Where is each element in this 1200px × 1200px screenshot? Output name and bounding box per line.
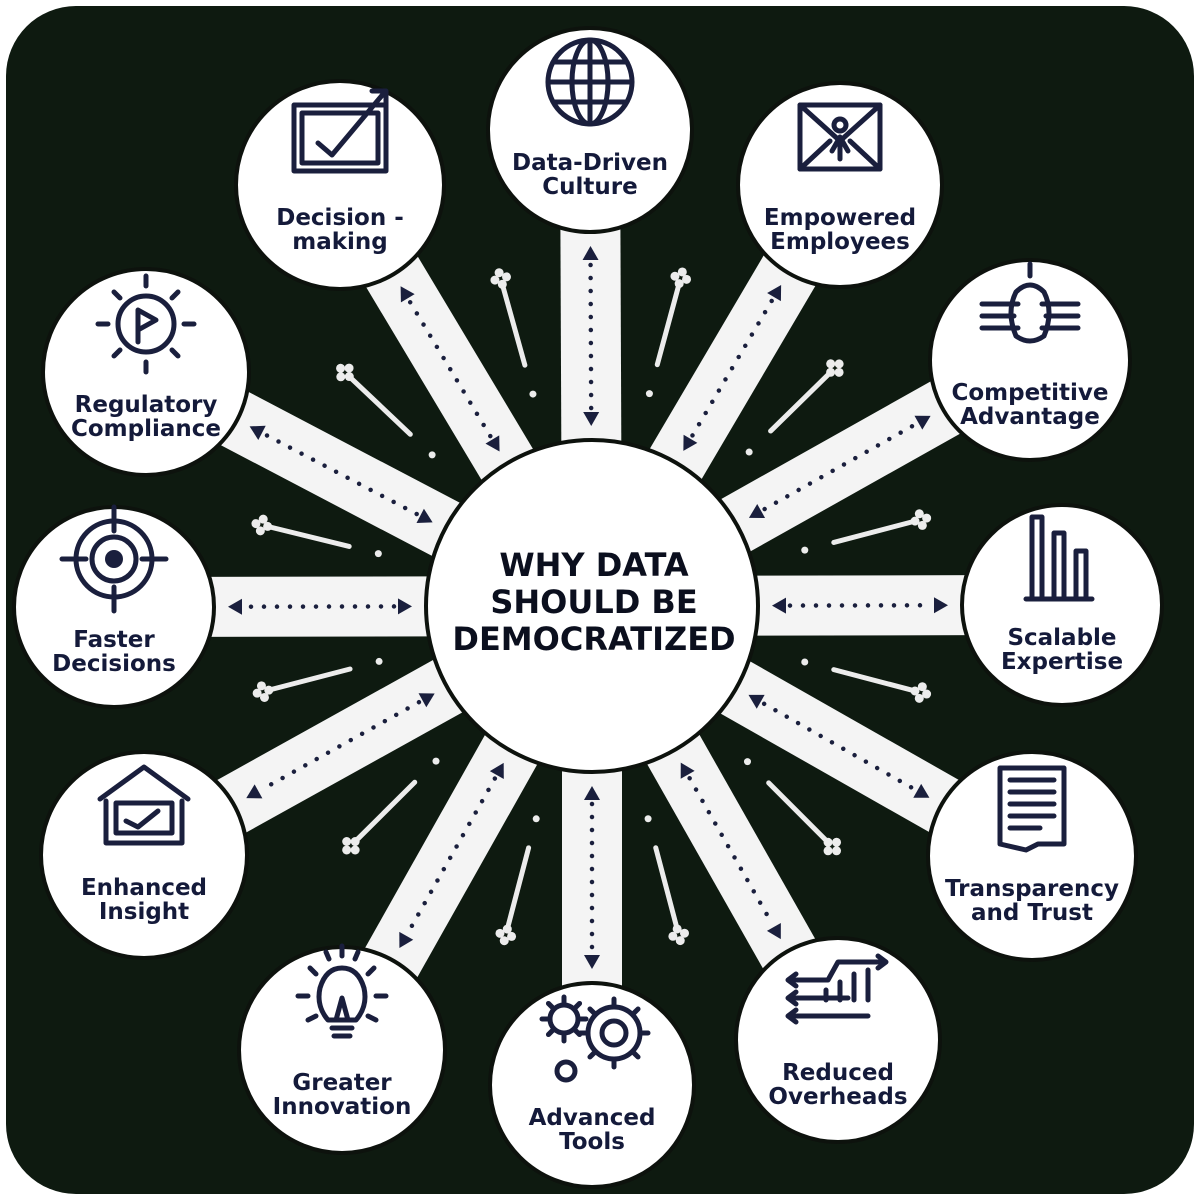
node-label-line: Decisions <box>52 651 176 677</box>
monitor-chart-icon <box>291 88 389 174</box>
benefit-nodes: Data-DrivenCultureEmpoweredEmployeesComp… <box>12 26 1164 1189</box>
beam-faster-decisions <box>201 576 435 637</box>
node-circle <box>486 26 694 234</box>
sparkle-mark <box>644 815 689 946</box>
node-label-line: and Trust <box>971 900 1093 926</box>
house-chart-icon <box>97 764 191 846</box>
node-label-line: Overheads <box>768 1084 907 1110</box>
sparkle-mark <box>336 363 436 459</box>
node-label-line: Competitive <box>951 380 1108 406</box>
beam-reduced-overheads <box>643 728 820 977</box>
node-label-line: Advantage <box>960 404 1100 430</box>
document-icon <box>997 765 1067 853</box>
node-label-line: Employees <box>770 229 910 255</box>
node-decision-making: Decision -making <box>234 79 446 291</box>
decorative-sparkles <box>251 267 932 946</box>
beam-enhanced-insight <box>208 656 469 838</box>
center-title-line: DEMOCRATIZED <box>452 620 735 658</box>
node-label-line: Culture <box>542 174 637 200</box>
node-label-line: Insight <box>99 899 189 925</box>
node-circle <box>734 936 942 1144</box>
beam-decision-making <box>361 248 537 486</box>
node-circle <box>928 258 1132 462</box>
node-label-line: Expertise <box>1001 649 1123 675</box>
sparkle-mark <box>645 267 692 398</box>
compass-icon <box>95 273 197 375</box>
node-label-line: Tools <box>559 1129 625 1155</box>
globe-icon <box>545 37 635 127</box>
node-label-line: Innovation <box>273 1094 412 1120</box>
bar-chart-icon <box>1023 514 1095 602</box>
beam-regulatory-compliance <box>212 387 467 560</box>
sparkle-mark <box>490 268 537 398</box>
connector-beams <box>201 219 975 995</box>
lightbulb-icon <box>295 943 389 1039</box>
node-label-line: Scalable <box>1007 625 1116 651</box>
target-icon <box>59 504 169 614</box>
beam-data-driven-culture <box>560 219 622 449</box>
node-label-line: Reduced <box>782 1060 894 1086</box>
beam-transparency-and-trust <box>714 657 967 837</box>
node-label-line: Data-Driven <box>512 150 668 176</box>
node-label-line: making <box>292 229 388 255</box>
node-label-line: Compliance <box>71 416 221 442</box>
beam-greater-innovation <box>360 728 541 986</box>
sparkle-mark <box>252 657 383 702</box>
node-label-line: Faster <box>73 627 155 653</box>
center-circle <box>424 438 760 774</box>
node-circle <box>960 503 1164 707</box>
node-label-line: Empowered <box>764 205 916 231</box>
node-label-line: Regulatory <box>75 392 218 418</box>
node-label-line: Advanced <box>529 1105 656 1131</box>
gears-icon <box>539 994 651 1083</box>
node-label-line: Enhanced <box>81 875 207 901</box>
envelope-person-icon <box>797 102 883 172</box>
node-circle <box>237 945 447 1155</box>
center-title-line: SHOULD BE <box>490 583 697 621</box>
speed-lines-icon <box>979 261 1081 344</box>
beam-scalable-expertise <box>749 575 975 636</box>
trend-chart-icon <box>785 953 889 1025</box>
beam-advanced-tools <box>562 764 622 995</box>
sparkle-mark <box>801 509 932 554</box>
node-circle <box>736 81 944 289</box>
node-circle <box>926 750 1138 962</box>
center-title-line: WHY DATA <box>499 546 689 584</box>
beam-competitive-advantage <box>715 376 968 555</box>
sparkle-mark <box>251 514 382 558</box>
beam-empowered-employees <box>646 247 821 486</box>
node-circle <box>234 79 446 291</box>
sparkle-mark <box>801 658 932 703</box>
sparkle-mark <box>495 815 540 946</box>
sparkle-mark <box>743 758 842 856</box>
node-label-line: Decision - <box>276 205 404 231</box>
sparkle-mark <box>342 757 440 855</box>
node-label-line: Greater <box>292 1070 392 1096</box>
node-circle <box>39 750 249 960</box>
sparkle-mark <box>745 359 844 456</box>
node-label-line: Transparency <box>945 876 1119 902</box>
